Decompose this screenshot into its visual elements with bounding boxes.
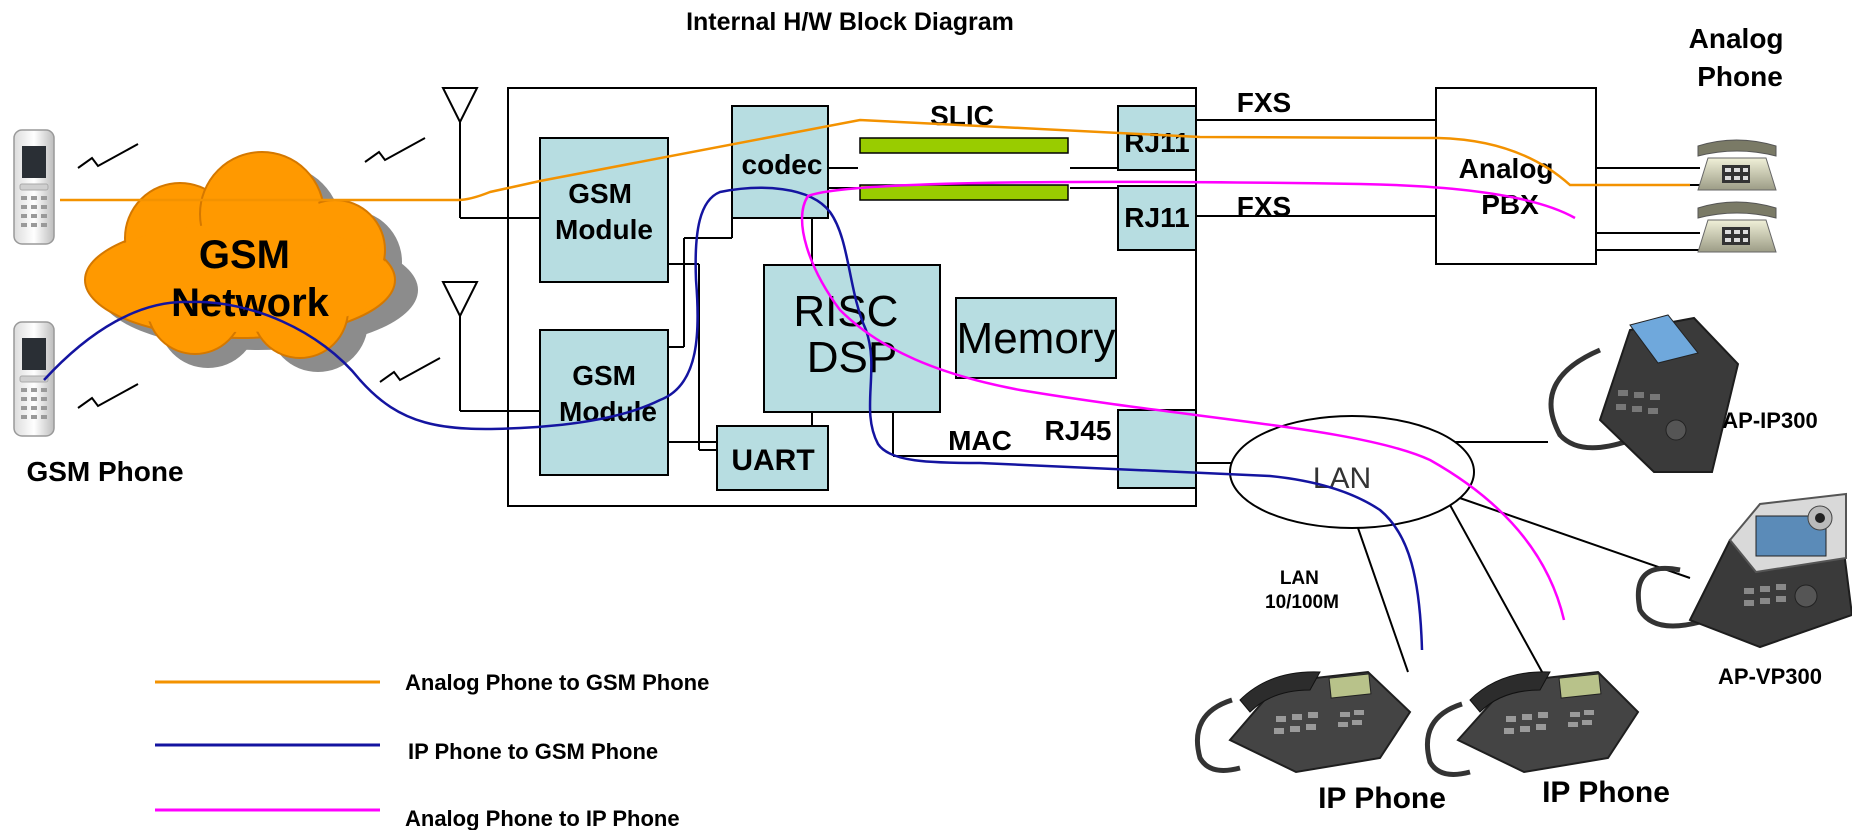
ip-phone-label-2: IP Phone [1542,776,1670,809]
svg-text:RISC DSP: RISC DSP [793,287,910,382]
svg-text:Analog PBX: Analog PBX [1459,153,1562,220]
lan-connections [1196,441,1691,691]
fxs-label-bottom: FXS [1237,191,1291,222]
antenna-icon [441,281,540,412]
fxs-label-top: FXS [1237,87,1291,118]
ap-vp300-phone-icon [1635,492,1852,649]
gsm-module-1: GSM Module [539,137,669,283]
rj45-port [1117,409,1197,489]
svg-text:GSM Module: GSM Module [559,360,657,427]
svg-text:codec: codec [742,149,823,180]
ip-phone-label-1: IP Phone [1318,782,1446,815]
svg-text:Memory: Memory [957,314,1116,363]
legend-label: Analog Phone to IP Phone [405,806,680,830]
analog-phone-icon [1697,139,1777,191]
uart-block: UART [716,425,829,491]
ip-phone-icon [1194,670,1412,774]
pbx-phone-lines [1596,167,1700,251]
ap-ip300-phone-icon [1548,314,1740,473]
gsm-network-cloud-icon [84,151,418,372]
analog-pbx-block: Analog PBX [1435,87,1597,265]
gsm-handset-icon [13,321,55,437]
lan-cloud-label: LAN [1313,462,1371,495]
legend: Analog Phone to GSM Phone IP Phone to GS… [155,670,709,830]
svg-text:UART: UART [731,444,814,477]
codec-block: codec [731,105,829,219]
path-ip-to-gsm [43,186,1424,651]
gsm-handset-icon [13,129,55,245]
fxs-lines [1196,119,1436,217]
lan-cloud [1229,415,1475,529]
slic-block: SLIC [859,100,1069,201]
path-analog-to-ip [800,180,1576,621]
rj11-port-top: RJ11 [1117,105,1197,171]
svg-text:RJ11: RJ11 [1124,127,1189,158]
rj45-label: RJ45 [1045,415,1112,446]
analog-phone-icon [1697,201,1777,253]
legend-label: Analog Phone to GSM Phone [405,670,709,695]
svg-text:GSM Module: GSM Module [555,178,653,245]
hardware-box [507,87,1197,507]
gsm-phone-label: GSM Phone [26,456,183,487]
antenna-icon [441,87,540,219]
analog-phone-label: Analog Phone [1689,23,1792,92]
lan-speed-label: LAN 10/100M [1265,568,1339,613]
path-analog-to-gsm [60,118,1690,202]
memory-block: Memory [955,297,1117,379]
mac-label: MAC [948,425,1012,456]
svg-text:RJ11: RJ11 [1124,202,1189,233]
rj11-port-bottom: RJ11 [1117,185,1197,251]
ap-vp300-label: AP-VP300 [1718,664,1822,689]
internal-wiring [668,167,1118,457]
risc-dsp-block: RISC DSP [763,264,941,413]
wireless-signal-icon [77,137,441,409]
ap-ip300-label: AP-IP300 [1722,408,1817,433]
legend-label: IP Phone to GSM Phone [408,739,658,764]
gsm-module-2: GSM Module [539,329,669,476]
ip-phone-icon [1424,670,1640,777]
diagram-title: Internal H/W Block Diagram [686,8,1014,36]
